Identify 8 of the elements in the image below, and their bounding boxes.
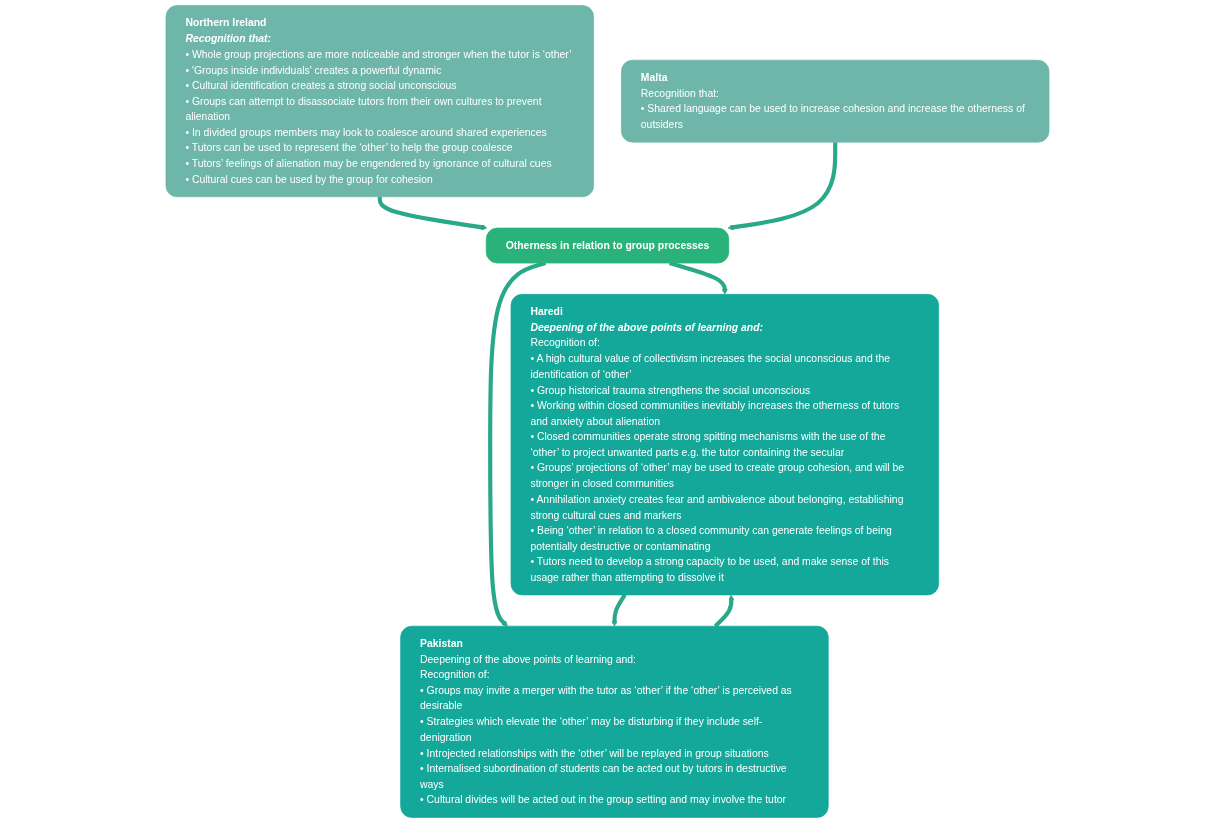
node-box: Otherness in relation to group processes [485,227,730,264]
node-box: Pakistan Deepening of the above points of learning and: Recognition of: • Groups may invite a merger with the tutor as ‘other’ if the ‘other’ is perceived as desirable • Strategies which elevate the ‘other’ may be disturbing if they include self-denigration • Introjected relationships with the ‘other’ will be replayed in group situations • Internalised subordination of students can be acted out by tutors in destructive ways • Cultural divides will be acted out in the group setting and may involve the tutor [400,625,829,818]
arrow [727,142,838,231]
arrow [713,594,735,628]
arrow [611,593,627,627]
node-box: Northern Ireland Recognition that: • Whole group projections are more noticeable and stronger when the tutor is ‘other’ • 'Groups inside individuals' creates a powerful dynamic • Cultural identification creates a strong social unconscious • Groups can attempt to disassociate tutors from their own cultures to prevent alienation • In divided groups members may look to coalesce around shared experiences • Tutors can be used to represent the ‘other’ to help the group coalesce • Tutors’ feelings of alienation may be engendered by ignorance of cultural cues • Cultural cues can be used by the group for cohesion [165,5,594,198]
node-box: Malta Recognition that: • Shared language can be used to increase cohesion and increase the otherness of outsiders [621,59,1050,143]
node-box: Haredi Deepening of the above points of learning and: Recognition of: • A high cultural value of collectivism increases the social unconscious and the identification of ‘other’ • Group historical trauma strengthens the social unconscious • Working within closed communities inevitably increases the otherness of tutors and anxiety about alienation • Closed communities operate strong spitting mechanisms with the use of the ‘other’ to project unwanted parts e.g. the tutor containing the secular • Groups’ projections of ‘other’ may be used to create group cohesion, and will be stronger in closed communities • Annihilation anxiety creates fear and ambivalence about belonging, establishing strong cultural cues and markers • Being ‘other’ in relation to a closed community can generate feelings of being potentially destructive or contaminating • Tutors need to develop a strong capacity to be used, and make sense of this usage rather than attempting to dissolve it [510,294,939,596]
